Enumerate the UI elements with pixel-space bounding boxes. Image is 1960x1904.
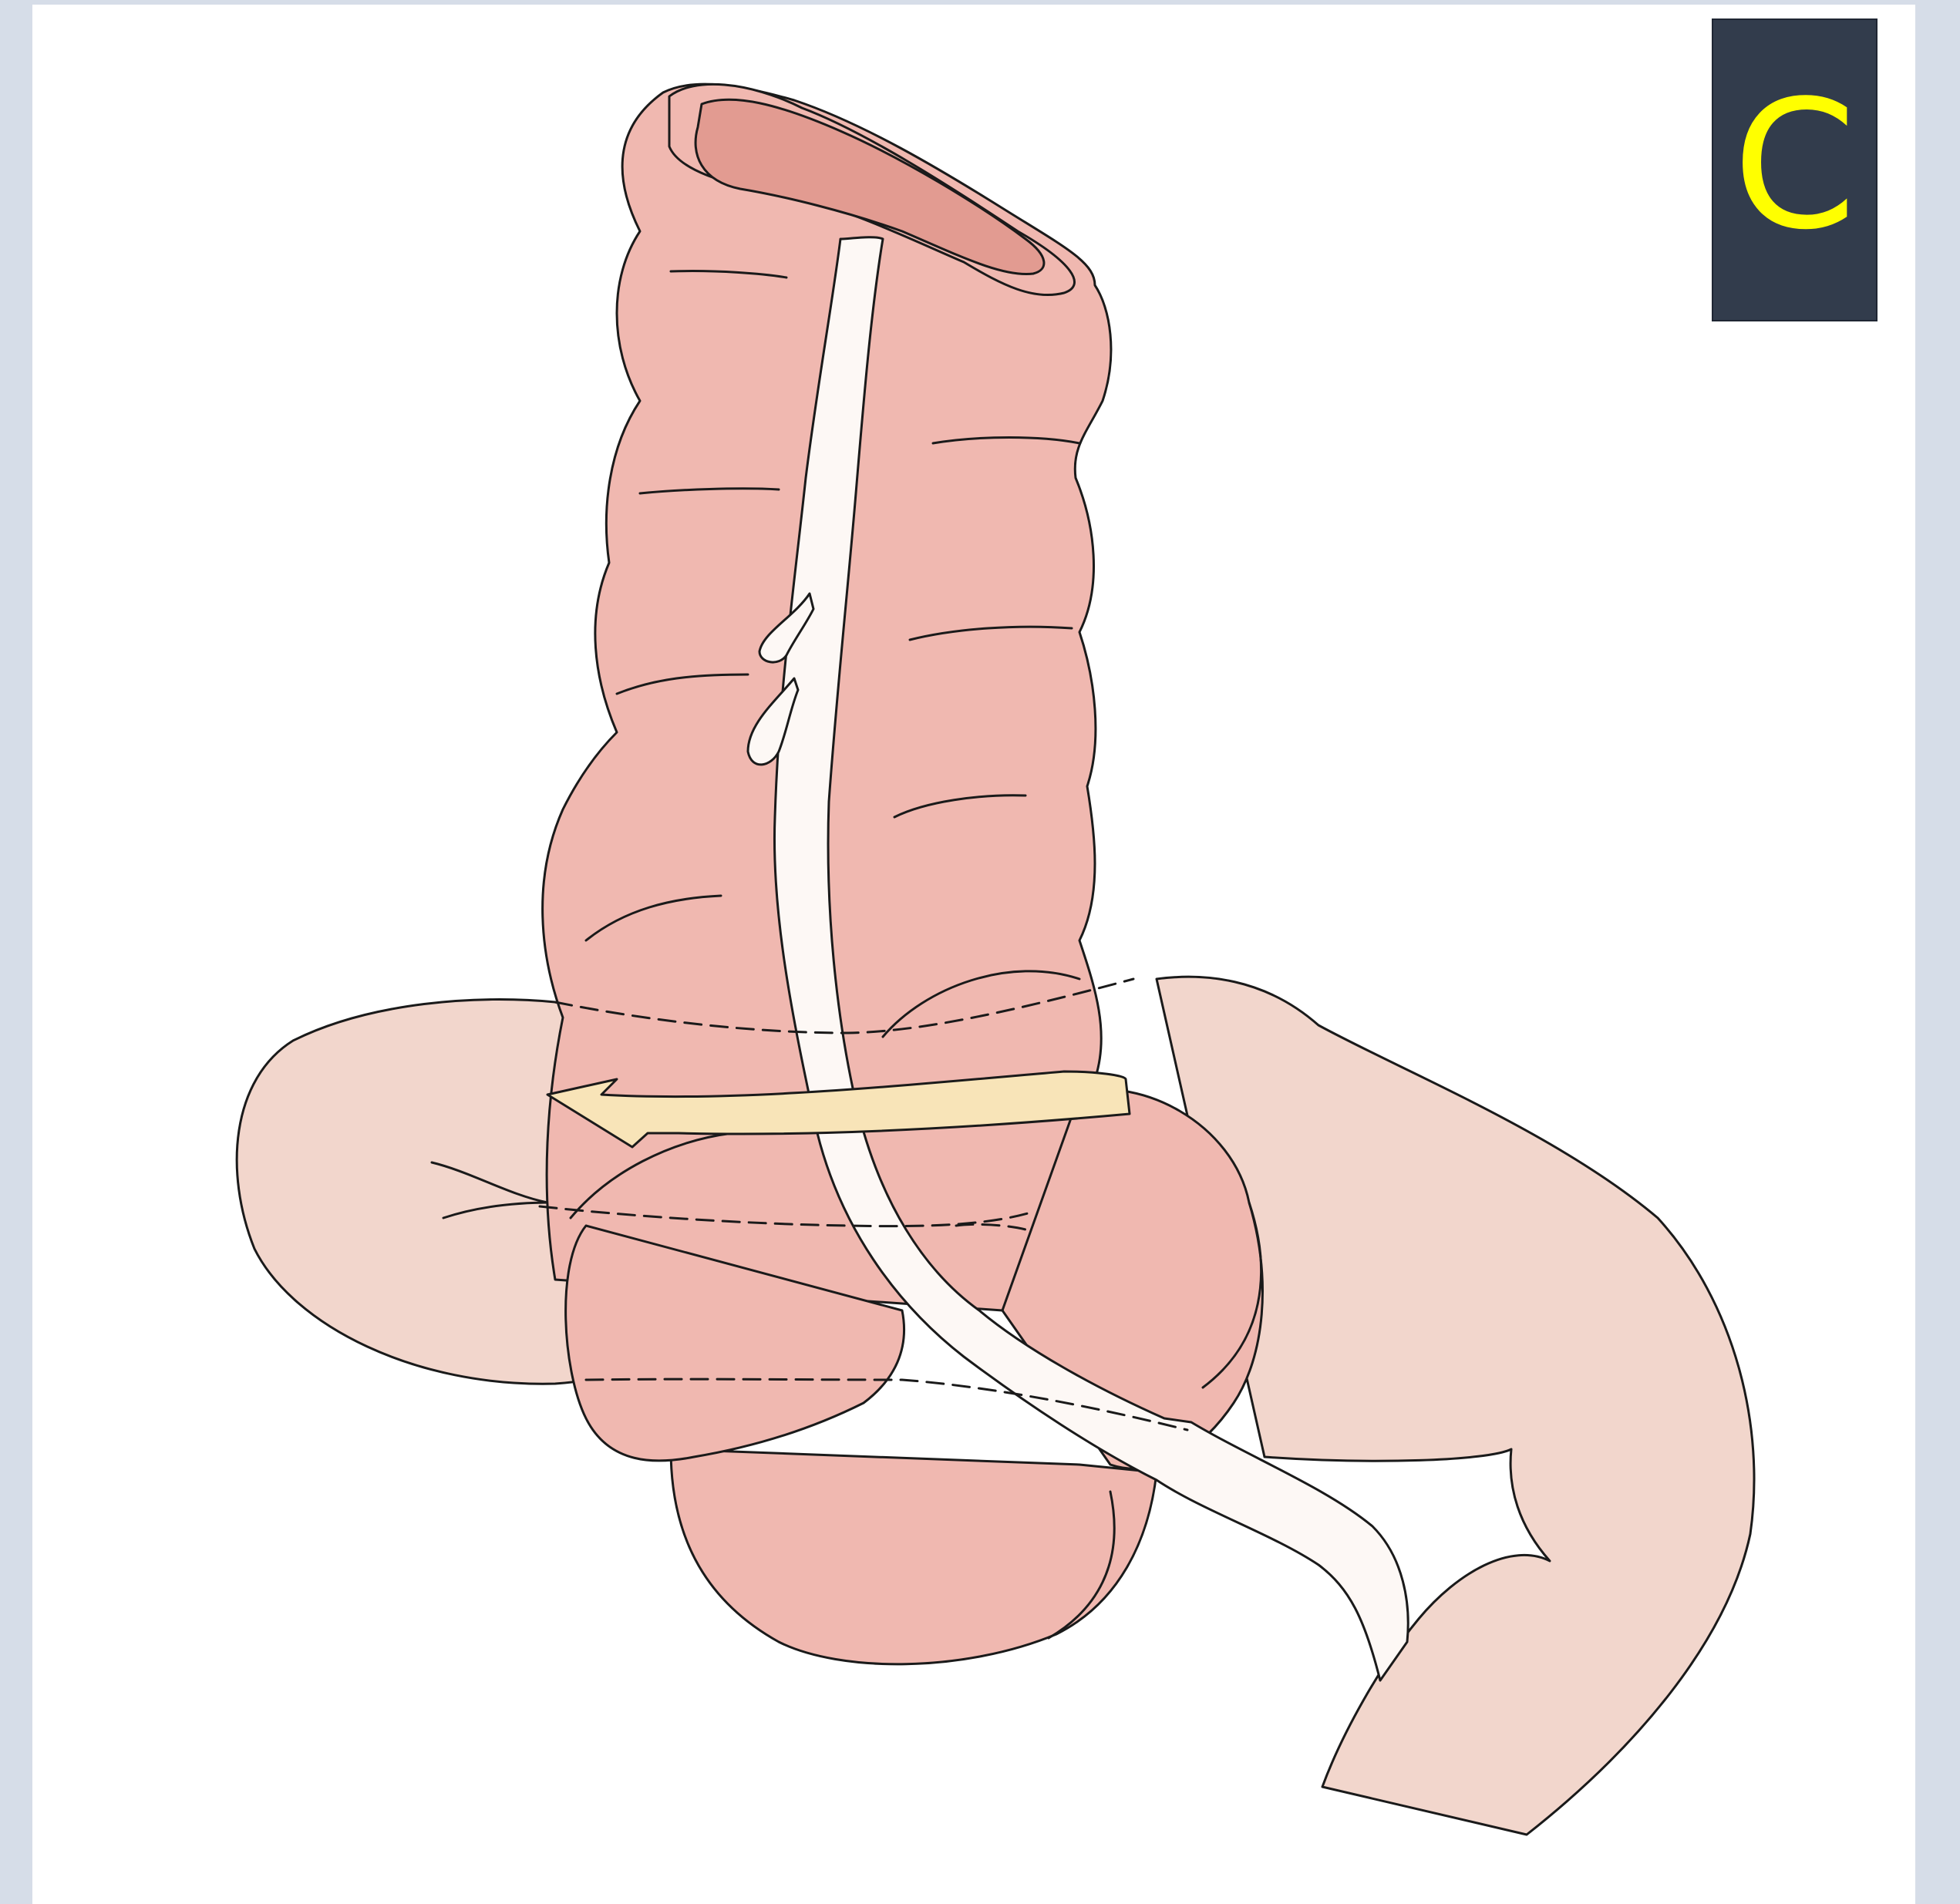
panel-label-badge: C	[1712, 19, 1877, 321]
lower-bowel-bulge	[671, 1449, 1157, 1664]
panel-label: C	[1733, 78, 1857, 255]
distal-bowel-loop	[1157, 977, 1754, 1835]
